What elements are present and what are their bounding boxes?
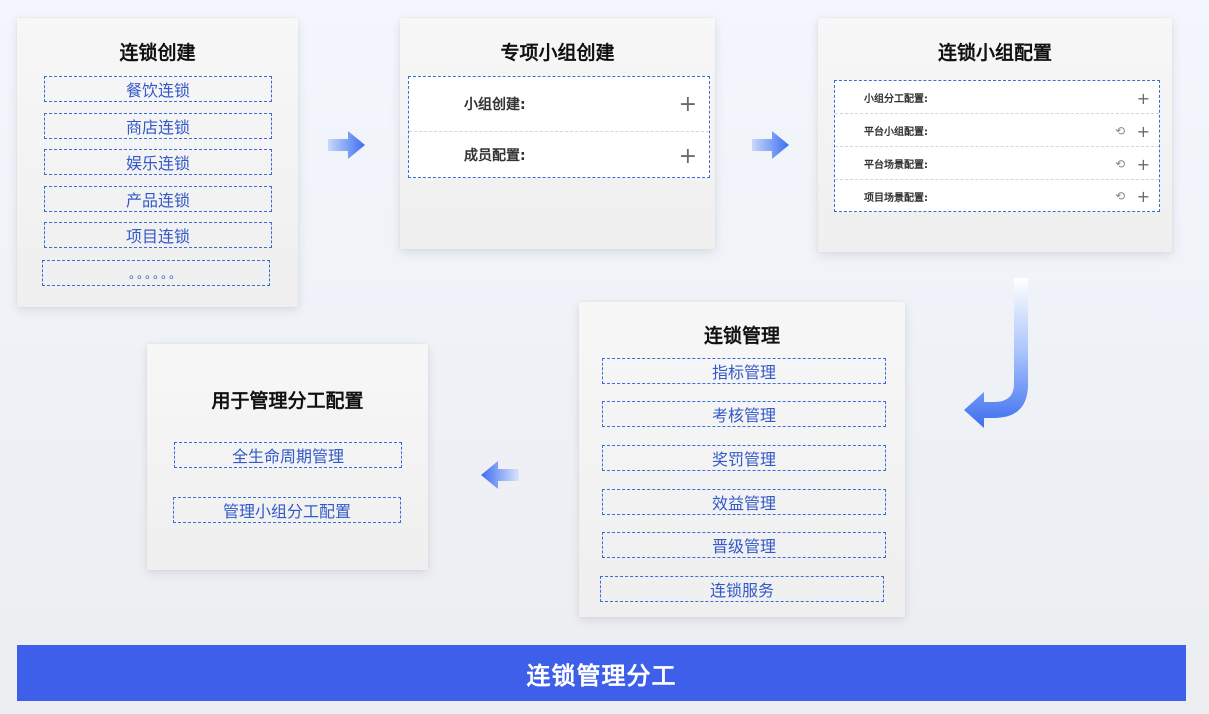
sync-icon[interactable]: ⟲ (1114, 124, 1125, 138)
flow-arrow-icon (328, 131, 365, 159)
chain-group-config-title: 连锁小组配置 (937, 42, 1052, 64)
config-row: 小组分工配置: + (835, 81, 1159, 114)
chain-management-card: 连锁管理 指标管理 考核管理 奖罚管理 效益管理 晋级管理 连锁服务 (579, 302, 905, 617)
footer-banner: 连锁管理分工 (17, 645, 1186, 701)
flow-arrow-icon (752, 131, 789, 159)
mgmt-item-indicator[interactable]: 指标管理 (602, 358, 886, 384)
special-group-card: 专项小组创建 小组创建: + 成员配置: + (400, 18, 715, 249)
member-config-label: 成员配置: (464, 147, 526, 164)
chain-creation-title: 连锁创建 (119, 42, 196, 64)
division-config-title: 用于管理分工配置 (211, 390, 364, 412)
plus-icon[interactable]: + (1136, 89, 1150, 108)
plus-icon[interactable]: + (1136, 155, 1150, 174)
chain-group-config-card: 连锁小组配置 小组分工配置: + 平台小组配置: ⟲ + 平台场景配置: ⟲ +… (818, 18, 1172, 252)
group-division-config-item[interactable]: 管理小组分工配置 (173, 497, 401, 523)
mgmt-item-promotion[interactable]: 晋级管理 (602, 532, 886, 558)
mgmt-item-assessment[interactable]: 考核管理 (602, 401, 886, 427)
group-create-label: 小组创建: (464, 97, 526, 113)
division-config-card: 用于管理分工配置 全生命周期管理 管理小组分工配置 (147, 344, 428, 570)
special-group-panel: 小组创建: + 成员配置: + (408, 76, 710, 178)
config-row: 项目场景配置: ⟲ + (835, 180, 1159, 212)
project-scene-config-label: 项目场景配置: (864, 192, 928, 204)
sync-icon[interactable]: ⟲ (1114, 189, 1125, 203)
platform-group-config-label: 平台小组配置: (864, 126, 928, 138)
mgmt-item-benefit[interactable]: 效益管理 (602, 489, 886, 515)
flow-arrow-icon (964, 278, 1028, 428)
chain-item-entertainment[interactable]: 娱乐连锁 (44, 149, 272, 175)
plus-icon[interactable]: + (678, 144, 697, 169)
lifecycle-mgmt-item[interactable]: 全生命周期管理 (174, 442, 402, 468)
plus-icon[interactable]: + (1136, 187, 1150, 206)
plus-icon[interactable]: + (1136, 122, 1150, 141)
config-row: 平台场景配置: ⟲ + (835, 147, 1159, 180)
mgmt-item-reward[interactable]: 奖罚管理 (602, 445, 886, 471)
special-group-title: 专项小组创建 (500, 42, 615, 64)
sync-icon[interactable]: ⟲ (1114, 157, 1125, 171)
chain-item-project[interactable]: 项目连锁 (44, 222, 272, 248)
config-row: 平台小组配置: ⟲ + (835, 114, 1159, 147)
chain-item-product[interactable]: 产品连锁 (44, 186, 272, 212)
plus-icon[interactable]: + (678, 92, 697, 117)
chain-group-config-panel: 小组分工配置: + 平台小组配置: ⟲ + 平台场景配置: ⟲ + 项目场景配置… (834, 80, 1160, 212)
flow-arrow-icon (481, 461, 519, 489)
division-config-label: 小组分工配置: (864, 93, 928, 105)
chain-management-title: 连锁管理 (703, 325, 780, 347)
mgmt-item-service[interactable]: 连锁服务 (600, 576, 884, 602)
special-group-row: 小组创建: + (409, 77, 709, 132)
chain-item-catering[interactable]: 餐饮连锁 (44, 76, 272, 102)
chain-creation-card: 连锁创建 餐饮连锁 商店连锁 娱乐连锁 产品连锁 项目连锁 。。。。。。 (17, 18, 298, 307)
chain-item-more[interactable]: 。。。。。。 (42, 260, 270, 286)
footer-banner-title: 连锁管理分工 (526, 661, 677, 690)
chain-item-store[interactable]: 商店连锁 (44, 113, 272, 139)
special-group-row: 成员配置: + (409, 132, 709, 177)
platform-scene-config-label: 平台场景配置: (864, 159, 928, 171)
